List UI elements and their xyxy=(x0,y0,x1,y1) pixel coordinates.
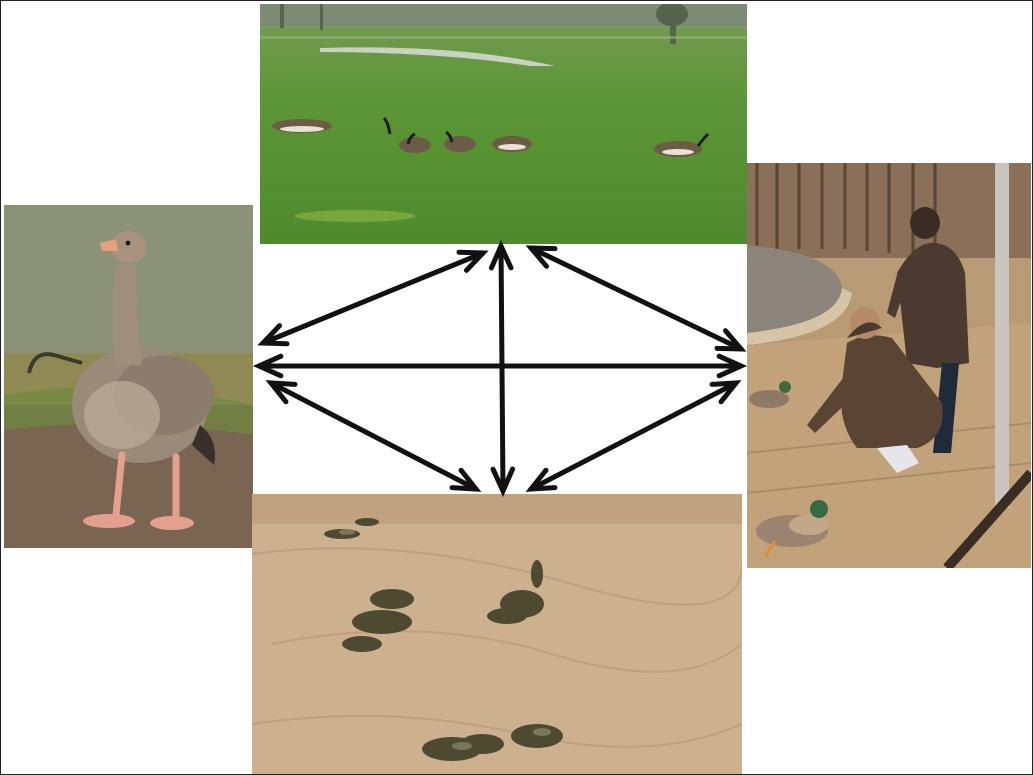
droppings-on-sand-photo xyxy=(252,494,742,774)
people-feeding-ducks-photo xyxy=(747,163,1031,568)
standing-person xyxy=(887,207,969,453)
arrow-left-bottom xyxy=(265,380,482,492)
arrow-left-right xyxy=(252,353,748,379)
goose-standing-photo xyxy=(4,205,253,548)
goose-body xyxy=(72,231,216,465)
duck-group xyxy=(749,381,829,558)
arrow-top-right xyxy=(525,245,747,352)
arrow-right-bottom xyxy=(525,380,742,492)
crouching-person xyxy=(807,307,943,473)
geese-on-grass-photo xyxy=(260,4,747,244)
arrow-top-bottom xyxy=(488,239,516,498)
arrow-left-top xyxy=(257,249,489,347)
dropping-cluster xyxy=(324,518,563,761)
